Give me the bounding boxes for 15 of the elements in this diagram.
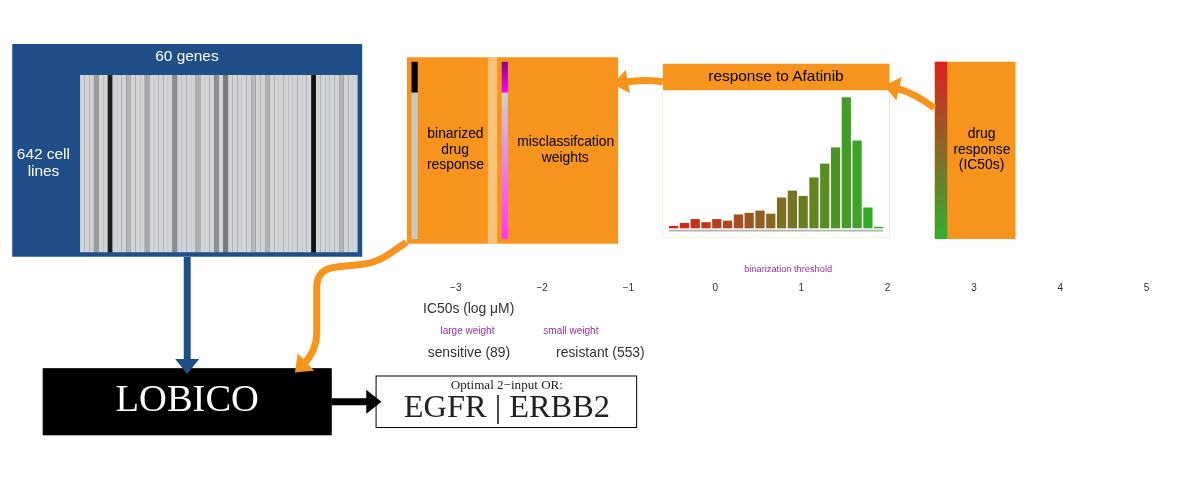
label: −1	[622, 281, 635, 293]
label: 1	[798, 281, 805, 293]
label: 3	[971, 281, 977, 293]
label: large weight	[440, 324, 495, 336]
label: binarization threshold	[744, 263, 833, 274]
label: 5	[1143, 281, 1150, 293]
label: 2	[884, 281, 891, 293]
label: resistant (553)	[556, 343, 645, 360]
label: IC50s (log μM)	[423, 299, 515, 316]
label: 0	[712, 281, 719, 293]
label: sensitive (89)	[427, 343, 511, 360]
label: small weight	[543, 324, 599, 336]
label: −2	[536, 281, 548, 293]
label: 4	[1057, 281, 1064, 293]
label: −3	[450, 281, 462, 293]
